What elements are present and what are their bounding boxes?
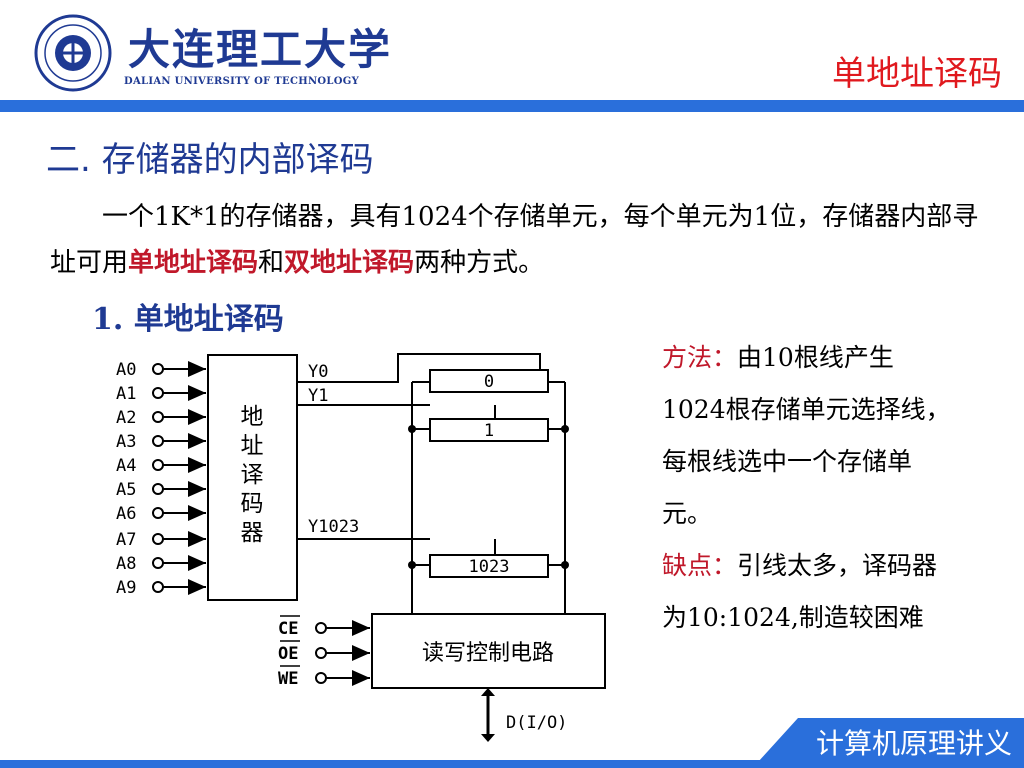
side-explanation: 方法：由10根线产生1024根存储单元选择线，每根线选中一个存储单元。 缺点：引… (662, 332, 952, 644)
address-input-a6: A6 (116, 504, 206, 524)
address-label-a1: A1 (116, 384, 136, 404)
control-label-ce: CE (278, 619, 298, 639)
footer-label: 计算机原理讲义 (815, 727, 1012, 760)
address-label-a3: A3 (116, 432, 136, 452)
control-input-ce: CE (278, 615, 370, 639)
footer-tab (758, 718, 1024, 762)
data-io: D(I/O) (481, 688, 567, 742)
decoder-label-char-3: 译 (241, 462, 264, 488)
memory-cell-0 (429, 369, 549, 393)
address-input-a3: A3 (116, 432, 206, 452)
output-label-y0: Y0 (308, 362, 328, 382)
control-input-oe: OE (278, 640, 370, 664)
method-label: 方法： (662, 343, 738, 372)
drawback-text: 引线太多，译码器为10:1024,制造较困难 (662, 551, 938, 632)
sub-heading: 1. 单地址译码 (92, 302, 284, 337)
address-input-a5: A5 (116, 480, 206, 500)
address-label-a2: A2 (116, 408, 136, 428)
paragraph-text-3: 两种方式。 (414, 248, 545, 278)
rw-control-label: 读写控制电路 (422, 641, 554, 666)
term-single-address-decoding: 单地址译码 (128, 248, 259, 278)
university-name-cn: 大连理工大学 (128, 25, 393, 74)
memory-array (411, 369, 566, 614)
university-seal-icon (34, 14, 112, 92)
footer-bar (0, 760, 1024, 768)
memory-cell-1023 (429, 554, 549, 578)
data-io-label: D(I/O) (506, 713, 567, 733)
address-label-a5: A5 (116, 480, 136, 500)
term-dual-address-decoding: 双地址译码 (284, 248, 415, 278)
address-input-a2: A2 (116, 408, 206, 428)
address-label-a9: A9 (116, 578, 136, 598)
output-label-y1023: Y1023 (308, 517, 359, 537)
address-label-a7: A7 (116, 530, 136, 550)
memory-cell-1 (429, 418, 549, 442)
decoder-label-char-1: 地 (241, 404, 264, 430)
drawback-label: 缺点： (662, 551, 738, 580)
junction-dots (408, 425, 569, 569)
university-name-en: DALIAN UNIVERSITY OF TECHNOLOGY (124, 76, 360, 87)
address-label-a8: A8 (116, 554, 136, 574)
address-inputs: A0 A1 A2 A3 A4 A5 A6 (116, 360, 206, 598)
address-label-a6: A6 (116, 504, 136, 524)
address-input-a9: A9 (116, 578, 206, 598)
method-text: 由10根线产生1024根存储单元选择线，每根线选中一个存储单元。 (662, 343, 951, 528)
address-label-a4: A4 (116, 456, 136, 476)
rw-control-circuit: 读写控制电路 (371, 613, 606, 689)
output-y0-line (297, 353, 541, 383)
decoder-outputs (297, 353, 541, 540)
slide-title: 单地址译码 (832, 54, 1002, 94)
control-input-we: WE (278, 665, 370, 689)
control-inputs: CE OE WE (278, 615, 370, 689)
header-divider-bar (0, 100, 1024, 112)
address-label-a0: A0 (116, 360, 136, 380)
decoder-label-char-5: 器 (241, 520, 264, 546)
single-address-decoding-diagram: A0 A1 A2 A3 A4 A5 A6 (116, 353, 606, 742)
address-input-a8: A8 (116, 554, 206, 574)
paragraph-text-1: 一个1K*1的存储器，具有1024个存储单元，每个单元为1位，存储器内部寻址可用 (50, 202, 979, 278)
decoder-label-char-4: 码 (241, 491, 264, 517)
section-heading: 二. 存储器的内部译码 (46, 140, 374, 180)
decoder-label-char-2: 址 (241, 433, 264, 459)
paragraph-text-2: 和 (258, 248, 285, 278)
memory-cell-label-1023: 1023 (469, 557, 510, 577)
control-label-oe: OE (278, 644, 298, 664)
address-decoder: 地 址 译 码 器 (207, 354, 298, 601)
intro-paragraph: 一个1K*1的存储器，具有1024个存储单元，每个单元为1位，存储器内部寻址可用… (50, 194, 1000, 286)
address-input-a1: A1 (116, 384, 206, 404)
address-input-a4: A4 (116, 456, 206, 476)
memory-cell-label-0: 0 (484, 372, 494, 392)
address-input-a0: A0 (116, 360, 206, 380)
control-label-we: WE (278, 669, 298, 689)
address-input-a7: A7 (116, 530, 206, 550)
memory-cell-label-1: 1 (484, 421, 494, 441)
output-label-y1: Y1 (308, 386, 328, 406)
